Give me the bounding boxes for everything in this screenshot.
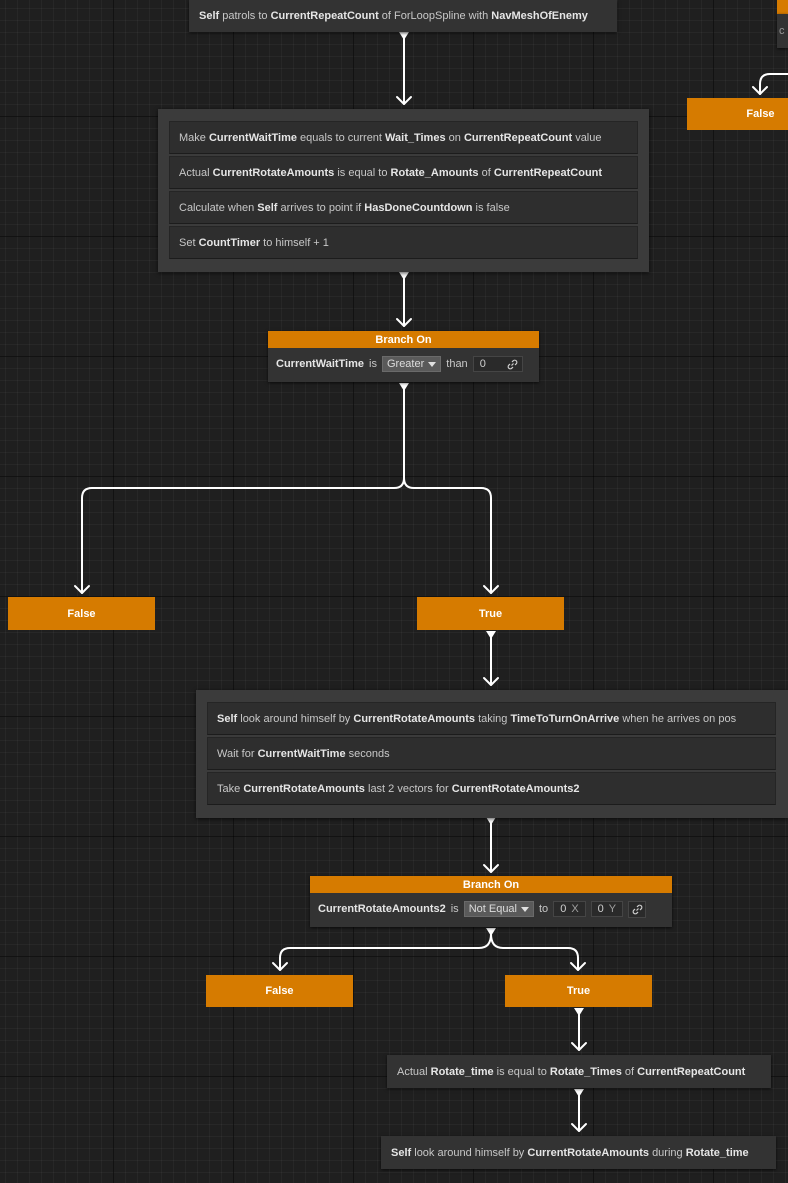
row-var: CurrentRepeatCount — [463, 131, 573, 144]
row-text: is false — [475, 201, 510, 214]
row-text: value — [575, 131, 602, 144]
node-text: is equal to — [496, 1065, 547, 1078]
top-right-node-edge[interactable]: c — [777, 14, 788, 48]
row-text: to himself + 1 — [263, 236, 329, 249]
row-text: Set — [179, 236, 196, 249]
row-var: CountTimer — [198, 236, 261, 249]
row-text: on — [448, 131, 461, 144]
action-row-wait[interactable]: Wait for CurrentWaitTime seconds — [207, 737, 776, 770]
chevron-down-icon — [428, 361, 437, 367]
branch-on-node-1[interactable]: Branch On CurrentWaitTime is Greater tha… — [268, 331, 539, 382]
row-var: TimeToTurnOnArrive — [510, 712, 620, 725]
patrol-text-2: of ForLoopSpline with — [381, 10, 489, 22]
row-var: CurrentWaitTime — [208, 131, 297, 144]
vector-y-value: 0 — [597, 903, 604, 915]
link-icon[interactable] — [628, 900, 647, 918]
patrol-nav-var: NavMeshOfEnemy — [491, 10, 588, 22]
node-var: Self — [391, 1146, 412, 1159]
row-text: Wait for — [217, 747, 255, 760]
vector-x-value: 0 — [560, 903, 567, 915]
action-row-look-around[interactable]: Self look around himself by CurrentRotat… — [207, 702, 776, 735]
row-var: CurrentRotateAmounts2 — [451, 782, 580, 795]
row-var: CurrentRotateAmounts — [353, 712, 475, 725]
patrol-node[interactable]: Self patrols to CurrentRepeatCount of Fo… — [189, 0, 617, 32]
node-var: Rotate_time — [430, 1065, 494, 1078]
compare-value-field[interactable]: 0 — [472, 356, 523, 372]
row-text: equals to current — [300, 131, 382, 144]
look-around-node[interactable]: Self look around himself by CurrentRotat… — [381, 1136, 776, 1169]
row-text: Calculate when — [179, 201, 255, 214]
action-group-2[interactable]: Self look around himself by CurrentRotat… — [196, 690, 788, 818]
row-text: Make — [179, 131, 206, 144]
row-text: last 2 vectors for — [368, 782, 449, 795]
compare-value: 0 — [479, 358, 486, 370]
operator-value: Greater — [386, 358, 425, 370]
row-text: is equal to — [337, 166, 388, 179]
branch-var: CurrentWaitTime — [276, 358, 365, 370]
row-text: Actual — [179, 166, 210, 179]
branch1-true-node[interactable]: True — [417, 597, 564, 630]
row-var: Self — [217, 712, 238, 725]
branch-on-node-2[interactable]: Branch On CurrentRotateAmounts2 is Not E… — [310, 876, 672, 927]
row-text: of — [481, 166, 491, 179]
patrol-text-1: patrols to — [222, 10, 268, 22]
row-var: CurrentWaitTime — [257, 747, 346, 760]
node-text: Actual — [397, 1065, 428, 1078]
node-var: Rotate_Times — [549, 1065, 622, 1078]
branch-var: CurrentRotateAmounts2 — [318, 903, 446, 915]
row-var: Self — [257, 201, 278, 214]
patrol-count-var: CurrentRepeatCount — [270, 10, 379, 22]
row-var: CurrentRepeatCount — [493, 166, 603, 179]
action-row-take-vectors[interactable]: Take CurrentRotateAmounts last 2 vectors… — [207, 772, 776, 805]
node-var: CurrentRepeatCount — [637, 1065, 746, 1078]
chevron-down-icon — [521, 906, 529, 912]
row-var: CurrentRotateAmounts — [212, 166, 335, 179]
x-axis-label: X — [571, 903, 579, 915]
branch2-true-node[interactable]: True — [505, 975, 652, 1007]
action-row-wait-time[interactable]: Make CurrentWaitTime equals to current W… — [169, 121, 638, 154]
operator-dropdown[interactable]: Greater — [381, 356, 442, 372]
action-row-rotate-amounts[interactable]: Actual CurrentRotateAmounts is equal to … — [169, 156, 638, 189]
rotate-time-node[interactable]: Actual Rotate_time is equal to Rotate_Ti… — [387, 1055, 771, 1088]
row-var: Rotate_Amounts — [390, 166, 479, 179]
branch-to-text: to — [539, 903, 549, 915]
node-text: of — [624, 1065, 635, 1078]
operator-dropdown[interactable]: Not Equal — [463, 901, 534, 917]
row-text: taking — [478, 712, 508, 725]
action-row-calculate[interactable]: Calculate when Self arrives to point if … — [169, 191, 638, 224]
patrol-subject: Self — [199, 10, 220, 22]
action-group-1[interactable]: Make CurrentWaitTime equals to current W… — [158, 109, 649, 272]
branch1-false-node[interactable]: False — [8, 597, 155, 630]
row-text: when he arrives on pos — [622, 712, 737, 725]
operator-value: Not Equal — [468, 903, 517, 915]
branch-than-text: than — [446, 358, 468, 370]
branch-header: Branch On — [268, 331, 539, 348]
y-axis-label: Y — [608, 903, 617, 915]
row-text: seconds — [348, 747, 390, 760]
node-text: look around himself by — [414, 1146, 525, 1159]
top-right-orange-edge — [777, 0, 788, 14]
top-right-edge-char: c — [779, 25, 785, 37]
node-var: Rotate_time — [685, 1146, 749, 1159]
node-var: CurrentRotateAmounts — [527, 1146, 649, 1159]
row-text: look around himself by — [240, 712, 351, 725]
branch-is-text: is — [369, 358, 377, 370]
branch-is-text: is — [450, 903, 459, 915]
action-row-count-timer[interactable]: Set CountTimer to himself + 1 — [169, 226, 638, 259]
row-var: Wait_Times — [385, 131, 446, 144]
top-right-false-label: False — [746, 108, 775, 120]
branch2-false-node[interactable]: False — [206, 975, 353, 1007]
row-text: arrives to point if — [280, 201, 362, 214]
node-text: during — [652, 1146, 683, 1159]
branch-header: Branch On — [310, 876, 672, 893]
row-var: CurrentRotateAmounts — [243, 782, 365, 795]
link-icon[interactable] — [507, 359, 518, 370]
row-var: HasDoneCountdown — [364, 201, 473, 214]
row-text: Take — [217, 782, 241, 795]
top-right-false-node[interactable]: False — [687, 98, 788, 130]
